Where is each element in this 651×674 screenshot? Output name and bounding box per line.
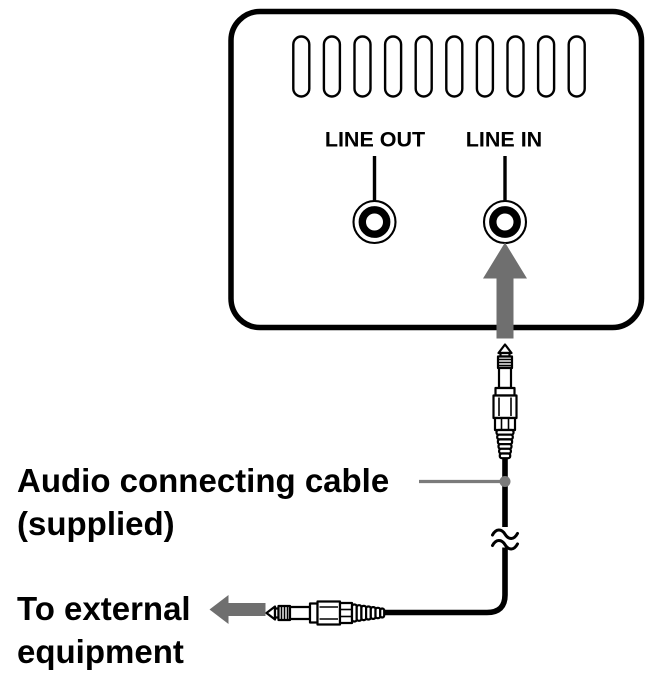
plug-tip bbox=[265, 605, 277, 621]
line-in-jack bbox=[482, 199, 528, 245]
vent-slot bbox=[475, 35, 495, 98]
vent-slot bbox=[506, 35, 525, 98]
vent-slot bbox=[536, 35, 556, 98]
jack-ring bbox=[358, 206, 391, 238]
cable-lower-segment bbox=[383, 547, 508, 616]
vent-slot bbox=[414, 35, 433, 98]
plug-strain-relief bbox=[495, 428, 515, 460]
plug-body bbox=[316, 600, 342, 626]
line-out-label: LINE OUT bbox=[325, 128, 425, 152]
plug-strain-relief bbox=[350, 603, 386, 623]
jack-ring bbox=[489, 206, 521, 238]
plug-nut bbox=[338, 601, 354, 625]
audio-cable bbox=[383, 456, 519, 616]
plug-body bbox=[492, 394, 518, 420]
plug-tip bbox=[497, 343, 513, 355]
line-out-jack bbox=[352, 199, 397, 245]
external-annotation: To external equipment bbox=[17, 590, 266, 670]
plug-flange bbox=[494, 386, 516, 397]
vent-slots bbox=[292, 35, 586, 98]
vent-slot bbox=[445, 35, 464, 98]
external-label-line1: To external bbox=[17, 590, 191, 627]
vent-slot bbox=[353, 35, 372, 98]
cable-label-line1: Audio connecting cable bbox=[17, 462, 389, 499]
leader-dot-icon bbox=[499, 476, 511, 487]
plug-shaft bbox=[497, 366, 513, 390]
cable-break-icon bbox=[491, 528, 519, 551]
vent-slot bbox=[292, 35, 311, 98]
plug-shaft bbox=[288, 605, 312, 621]
plug-flange bbox=[308, 602, 319, 624]
mini-jack-plug-top-icon bbox=[492, 343, 518, 460]
arrow-up-icon bbox=[483, 242, 527, 339]
line-in-label: LINE IN bbox=[466, 128, 542, 152]
arrow-left-icon bbox=[209, 595, 266, 624]
cable-annotation: Audio connecting cable (supplied) bbox=[17, 462, 511, 542]
cable-label-line2: (supplied) bbox=[17, 505, 175, 542]
vent-slot bbox=[567, 35, 586, 98]
vent-slot bbox=[383, 35, 403, 98]
device-rear-panel: LINE OUT LINE IN bbox=[228, 8, 645, 331]
vent-slot bbox=[322, 35, 342, 98]
mini-jack-plug-bottom-icon bbox=[265, 600, 386, 626]
external-label-line2: equipment bbox=[17, 633, 184, 670]
plug-nut bbox=[493, 416, 517, 432]
